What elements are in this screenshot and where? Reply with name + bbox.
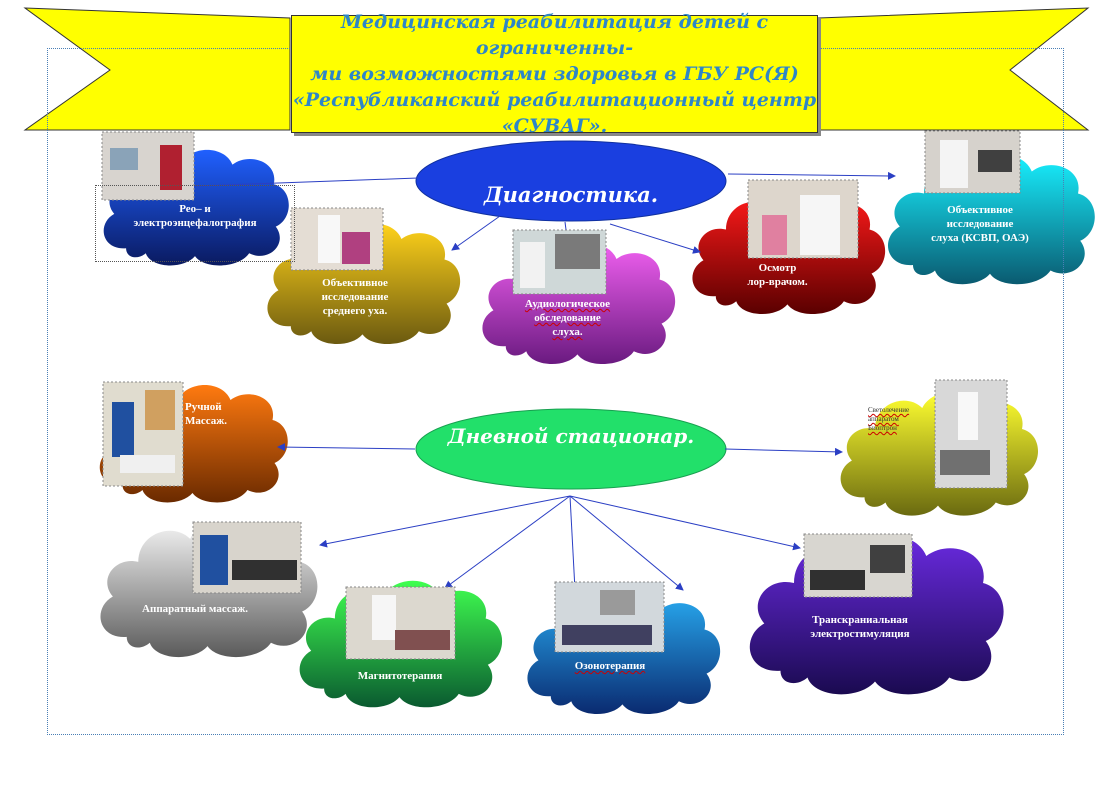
photo-placeholders bbox=[101, 130, 1021, 660]
magnetotherapy-label: Магнитотерапия bbox=[357, 670, 443, 682]
ozonotherapy-label: Озонотерапия bbox=[574, 660, 646, 672]
hardware-massage-label: Аппаратный массаж. bbox=[142, 603, 248, 615]
ent-label: Осмотр лор-врачом. bbox=[747, 262, 808, 288]
photo-manual-massage bbox=[102, 381, 184, 487]
hearing-label: Объективное исследование слуха (КСВП, ОА… bbox=[931, 204, 1029, 244]
banner-ribbon bbox=[23, 7, 1090, 131]
tes-label: Транскраниальная электростимуляция bbox=[810, 614, 910, 640]
photo-hardware-massage bbox=[192, 521, 302, 594]
manual-massage-label: Ручной Массаж. bbox=[185, 401, 228, 427]
photo-ozonotherapy bbox=[554, 581, 665, 653]
diagnostics-ellipse bbox=[415, 140, 727, 222]
photo-hearing bbox=[924, 130, 1021, 194]
photo-audiology bbox=[512, 229, 607, 295]
title-banner: Медицинская реабилитация детей с огранич… bbox=[291, 11, 818, 137]
light-therapy-label: Светолечение аппаратом Биоптрон bbox=[868, 406, 910, 432]
page-title: Медицинская реабилитация детей с огранич… bbox=[292, 11, 817, 137]
middle-ear-label: Объективное исследование среднего уха. bbox=[321, 277, 389, 317]
day-hospital-label: Дневной стационар. bbox=[447, 424, 695, 448]
reo-dotted-frame bbox=[95, 185, 295, 262]
photo-reo bbox=[101, 131, 195, 201]
diagnostics-label: Диагностика. bbox=[483, 182, 659, 207]
photo-magnetotherapy bbox=[345, 586, 456, 660]
reo-label: Рео– и электроэнцефалография bbox=[133, 203, 257, 229]
photo-ent bbox=[747, 179, 859, 259]
photo-light-therapy bbox=[934, 379, 1008, 489]
audiology-label: Аудиологическое обследование слуха. bbox=[524, 298, 611, 338]
photo-tes bbox=[803, 533, 913, 598]
photo-middle-ear bbox=[290, 207, 384, 271]
